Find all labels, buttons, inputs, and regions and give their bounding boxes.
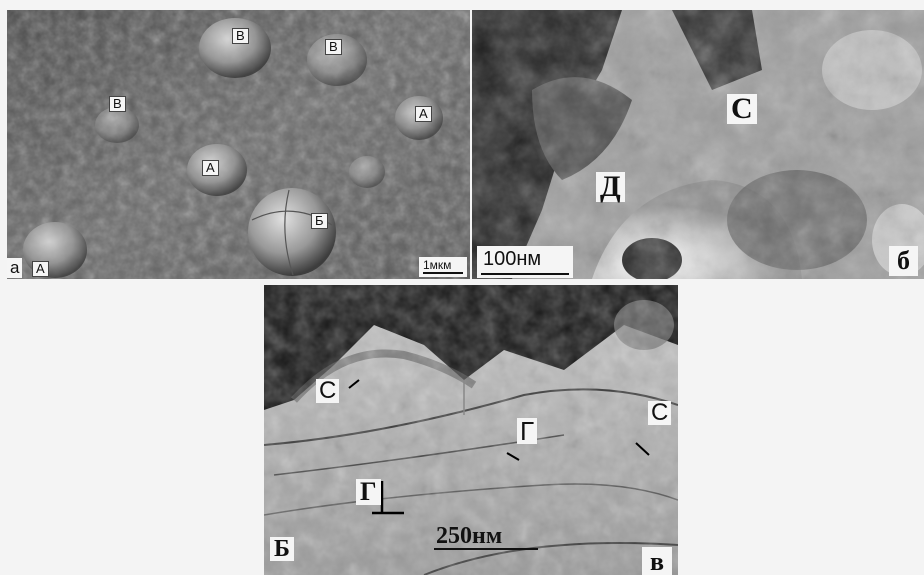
panel-a-corner-label: а [7,258,23,278]
label-s: С [727,94,757,124]
label-d: Д [596,172,625,202]
panel-c-corner-label: в [641,547,672,575]
label-b: Б [311,213,328,229]
micrograph-c-image [264,285,678,575]
micrograph-b-image [472,10,924,279]
label-a-2: А [202,160,219,176]
scale-bar-b: 100нм [477,246,573,278]
label-s-left: С [316,379,340,403]
label-g-lower: Г [356,479,381,505]
micrograph-panel-c: С Г С Г Б 250нм в [264,285,678,575]
label-g-center: Г [517,418,538,444]
label-v-2: В [325,39,342,55]
label-b-lower: Б [270,537,294,561]
label-v-3: В [109,96,126,112]
micrograph-panel-a: В В В А А Б А а 1мкм [7,10,470,279]
scale-bar-b-line [481,273,569,275]
label-s-right: С [648,401,672,425]
label-a-3: А [32,261,49,277]
scale-bar-c-line [434,548,538,550]
scale-bar-c: 250нм [430,521,542,553]
label-v-1: В [232,28,249,44]
scale-bar-c-label: 250нм [436,523,503,549]
scale-bar-a-line [423,272,463,274]
scale-bar-a: 1мкм [419,257,467,277]
scale-bar-b-label: 100нм [483,248,542,270]
micrograph-panel-b: С Д 100нм б [472,10,924,279]
label-a-1: А [415,106,432,122]
micrograph-a-image [7,10,470,279]
scale-bar-a-label: 1мкм [423,258,452,272]
panel-b-corner-label: б [889,246,918,276]
